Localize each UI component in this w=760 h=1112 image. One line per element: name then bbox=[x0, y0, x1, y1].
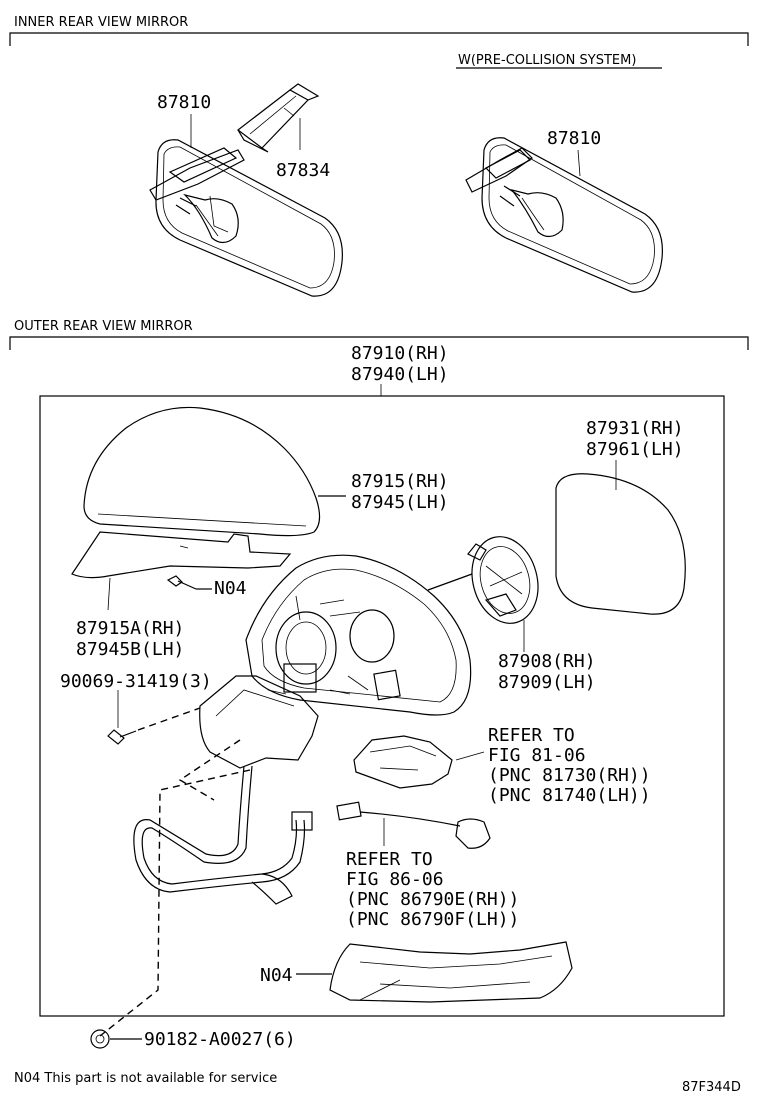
screw-drawing bbox=[166, 575, 197, 590]
actuator-drawing bbox=[467, 536, 539, 624]
dashed-leader-nut bbox=[99, 769, 251, 1037]
part-90069-31419: 90069-31419(3) bbox=[60, 671, 212, 692]
section-title-outer: OUTER REAR VIEW MIRROR bbox=[14, 319, 193, 334]
refer2-line1: REFER TO bbox=[346, 849, 433, 870]
footer-note: N04 This part is not available for servi… bbox=[14, 1071, 277, 1086]
leader-lower-cover bbox=[107, 577, 111, 611]
refer2-line4: (PNC 86790F(LH)) bbox=[346, 909, 519, 930]
bolt-drawing bbox=[107, 729, 137, 745]
part-87915a-rh: 87915A(RH) bbox=[76, 618, 184, 639]
turn-signal-drawing bbox=[353, 735, 453, 789]
refer1-line4: (PNC 81740(LH)) bbox=[488, 785, 651, 806]
sensor-wire-drawing bbox=[336, 801, 491, 849]
refer2-line2: FIG 86-06 bbox=[346, 869, 444, 890]
part-n04-lamp: N04 bbox=[260, 965, 293, 986]
part-87834: 87834 bbox=[276, 160, 330, 181]
part-87940-lh: 87940(LH) bbox=[351, 364, 449, 385]
part-87945-lh: 87945(LH) bbox=[351, 492, 449, 513]
mirror-cover-outer-drawing bbox=[83, 406, 321, 537]
figure-code: 87F344D bbox=[682, 1080, 741, 1095]
part-n04-screw: N04 bbox=[214, 578, 247, 599]
leader-refer1 bbox=[455, 751, 485, 761]
part-87931-rh: 87931(RH) bbox=[586, 418, 684, 439]
lower-lamp-drawing bbox=[329, 941, 573, 1003]
part-87908-rh: 87908(RH) bbox=[498, 651, 596, 672]
section-bracket-outer bbox=[9, 336, 749, 350]
lower-cover-drawing bbox=[71, 531, 292, 579]
mirror-glass-drawing bbox=[555, 473, 686, 615]
mirror-body-drawing bbox=[199, 554, 473, 769]
part-87910-rh: 87910(RH) bbox=[351, 343, 449, 364]
nut-drawing bbox=[90, 1029, 110, 1049]
leader-87810-right bbox=[577, 149, 581, 177]
dashed-leader-base bbox=[178, 739, 241, 801]
part-87810-right: 87810 bbox=[547, 128, 601, 149]
mirror-cover-drawing bbox=[237, 83, 320, 153]
inner-mirror-right-drawing bbox=[465, 137, 663, 293]
part-87945b-lh: 87945B(LH) bbox=[76, 639, 184, 660]
refer1-line3: (PNC 81730(RH)) bbox=[488, 765, 651, 786]
assembly-box bbox=[39, 395, 725, 1017]
part-90182-a0027: 90182-A0027(6) bbox=[144, 1029, 296, 1050]
refer1-line1: REFER TO bbox=[488, 725, 575, 746]
section-bracket-inner bbox=[9, 32, 749, 46]
part-87810-left: 87810 bbox=[157, 92, 211, 113]
section-title-inner: INNER REAR VIEW MIRROR bbox=[14, 15, 188, 30]
part-87961-lh: 87961(LH) bbox=[586, 439, 684, 460]
refer1-line2: FIG 81-06 bbox=[488, 745, 586, 766]
part-87915-rh: 87915(RH) bbox=[351, 471, 449, 492]
variant-label: W(PRE-COLLISION SYSTEM) bbox=[458, 53, 636, 68]
refer2-line3: (PNC 86790E(RH)) bbox=[346, 889, 519, 910]
inner-mirror-left-drawing bbox=[149, 139, 343, 297]
wire-harness-drawing bbox=[133, 765, 313, 905]
part-87909-lh: 87909(LH) bbox=[498, 672, 596, 693]
dashed-leader-bolt bbox=[137, 707, 201, 731]
